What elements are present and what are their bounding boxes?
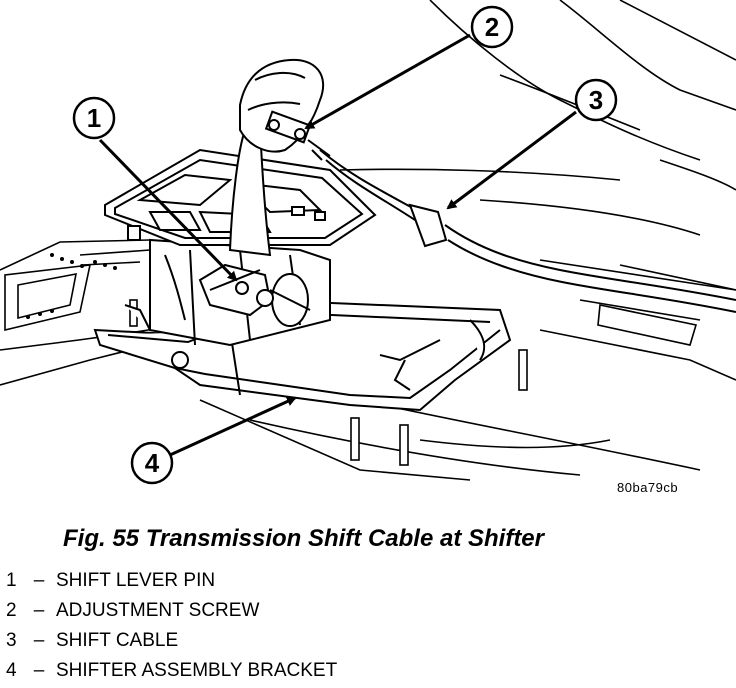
figure-caption: Fig. 55 Transmission Shift Cable at Shif… [63,525,544,552]
legend-separator: – [33,600,45,621]
callout-2: 2 [304,5,514,130]
legend-number: 3 [6,630,17,651]
legend-item: 2 – ADJUSTMENT SCREW [6,596,337,626]
legend-label: ADJUSTMENT SCREW [56,600,260,621]
legend-item: 3 – SHIFT CABLE [6,626,337,656]
legend-number: 1 [6,570,17,591]
callout-2-number: 2 [485,12,499,42]
legend-item: 4 – SHIFTER ASSEMBLY BRACKET [6,656,337,686]
callout-1-number: 1 [87,103,101,133]
callout-1: 1 [72,96,238,282]
legend-label: SHIFT CABLE [56,630,179,651]
callout-4: 4 [130,396,297,485]
legend-label: SHIFTER ASSEMBLY BRACKET [56,660,338,681]
legend-label: SHIFT LEVER PIN [56,570,216,591]
image-code: 80ba79cb [617,480,679,495]
legend-number: 4 [6,660,17,681]
legend-separator: – [33,570,45,591]
legend-list: 1 – SHIFT LEVER PIN 2 – ADJUSTMENT SCREW… [6,566,337,686]
legend-number: 2 [6,600,17,621]
callout-4-number: 4 [145,448,160,478]
legend-item: 1 – SHIFT LEVER PIN [6,566,337,596]
shift-cable [319,149,736,313]
shift-lever-pin [198,263,274,317]
floor-pan [0,0,736,481]
legend-separator: – [33,660,45,681]
adjustment-screw [264,110,331,161]
callout-3: 3 [446,78,618,210]
shifter-illustration: 1 2 3 4 [0,0,736,485]
callout-3-number: 3 [589,85,603,115]
legend-separator: – [33,630,45,651]
